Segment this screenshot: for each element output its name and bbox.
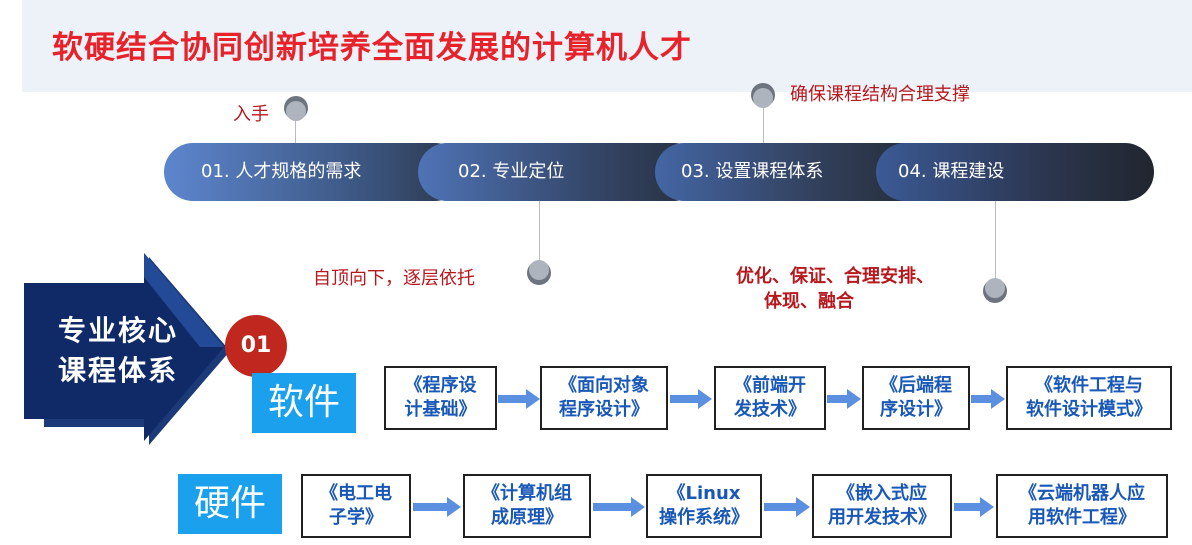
hardware-course-2: 《计算机组 成原理》	[463, 474, 591, 538]
flow-arrow-icon	[827, 389, 861, 409]
note-topdown: 自顶向下，逐层依托	[313, 268, 475, 289]
step-badge: 01	[225, 315, 287, 377]
connector-optimize	[995, 200, 996, 280]
software-course-1: 《程序设 计基础》	[384, 366, 497, 430]
flow-arrow-icon	[413, 497, 461, 517]
note-optimize-line2: 体现、融合	[764, 291, 854, 312]
flow-arrow-icon	[764, 497, 810, 517]
core-arrow-shape	[24, 253, 230, 445]
flow-arrow-icon	[954, 497, 994, 517]
pin-knob-icon	[983, 278, 1007, 303]
software-course-5: 《软件工程与 软件设计模式》	[1006, 366, 1172, 430]
core-title-line1: 专业核心	[58, 314, 179, 347]
hardware-course-4: 《嵌入式应 用开发技术》	[812, 474, 952, 538]
flow-arrow-icon	[971, 389, 1005, 409]
software-course-3: 《前端开 发技术》	[714, 366, 826, 430]
process-step-1: 01. 人才规格的需求	[164, 143, 464, 201]
software-course-2: 《面向对象 程序设计》	[540, 366, 668, 430]
flow-arrow-icon	[498, 389, 540, 409]
process-step-4: 04. 课程建设	[876, 143, 1154, 201]
flow-arrow-icon	[670, 389, 712, 409]
core-title-line2: 课程体系	[58, 354, 179, 387]
flow-arrow-icon	[593, 497, 645, 517]
core-title: 专业核心 课程体系	[58, 311, 218, 391]
hardware-tag: 硬件	[178, 474, 282, 534]
pin-knob-icon	[751, 83, 775, 108]
page-title: 软硬结合协同创新培养全面发展的计算机人才	[52, 30, 692, 66]
pin-knob-icon	[527, 260, 551, 285]
connector-ensure	[763, 100, 764, 145]
connector-topdown	[539, 200, 540, 270]
hardware-course-5: 《云端机器人应 用软件工程》	[996, 474, 1168, 538]
note-optimize-line1: 优化、保证、合理安排、	[736, 266, 934, 287]
hardware-course-3: 《Linux 操作系统》	[646, 474, 762, 538]
software-course-4: 《后端程 序设计》	[862, 366, 970, 430]
note-ensure: 确保课程结构合理支撑	[790, 84, 970, 105]
software-tag: 软件	[252, 373, 356, 433]
hardware-course-1: 《电工电 子学》	[301, 474, 411, 538]
note-start: 入手	[233, 104, 269, 125]
title-banner	[22, 0, 1192, 92]
pin-knob-icon	[284, 96, 308, 121]
connector-start	[295, 110, 296, 145]
